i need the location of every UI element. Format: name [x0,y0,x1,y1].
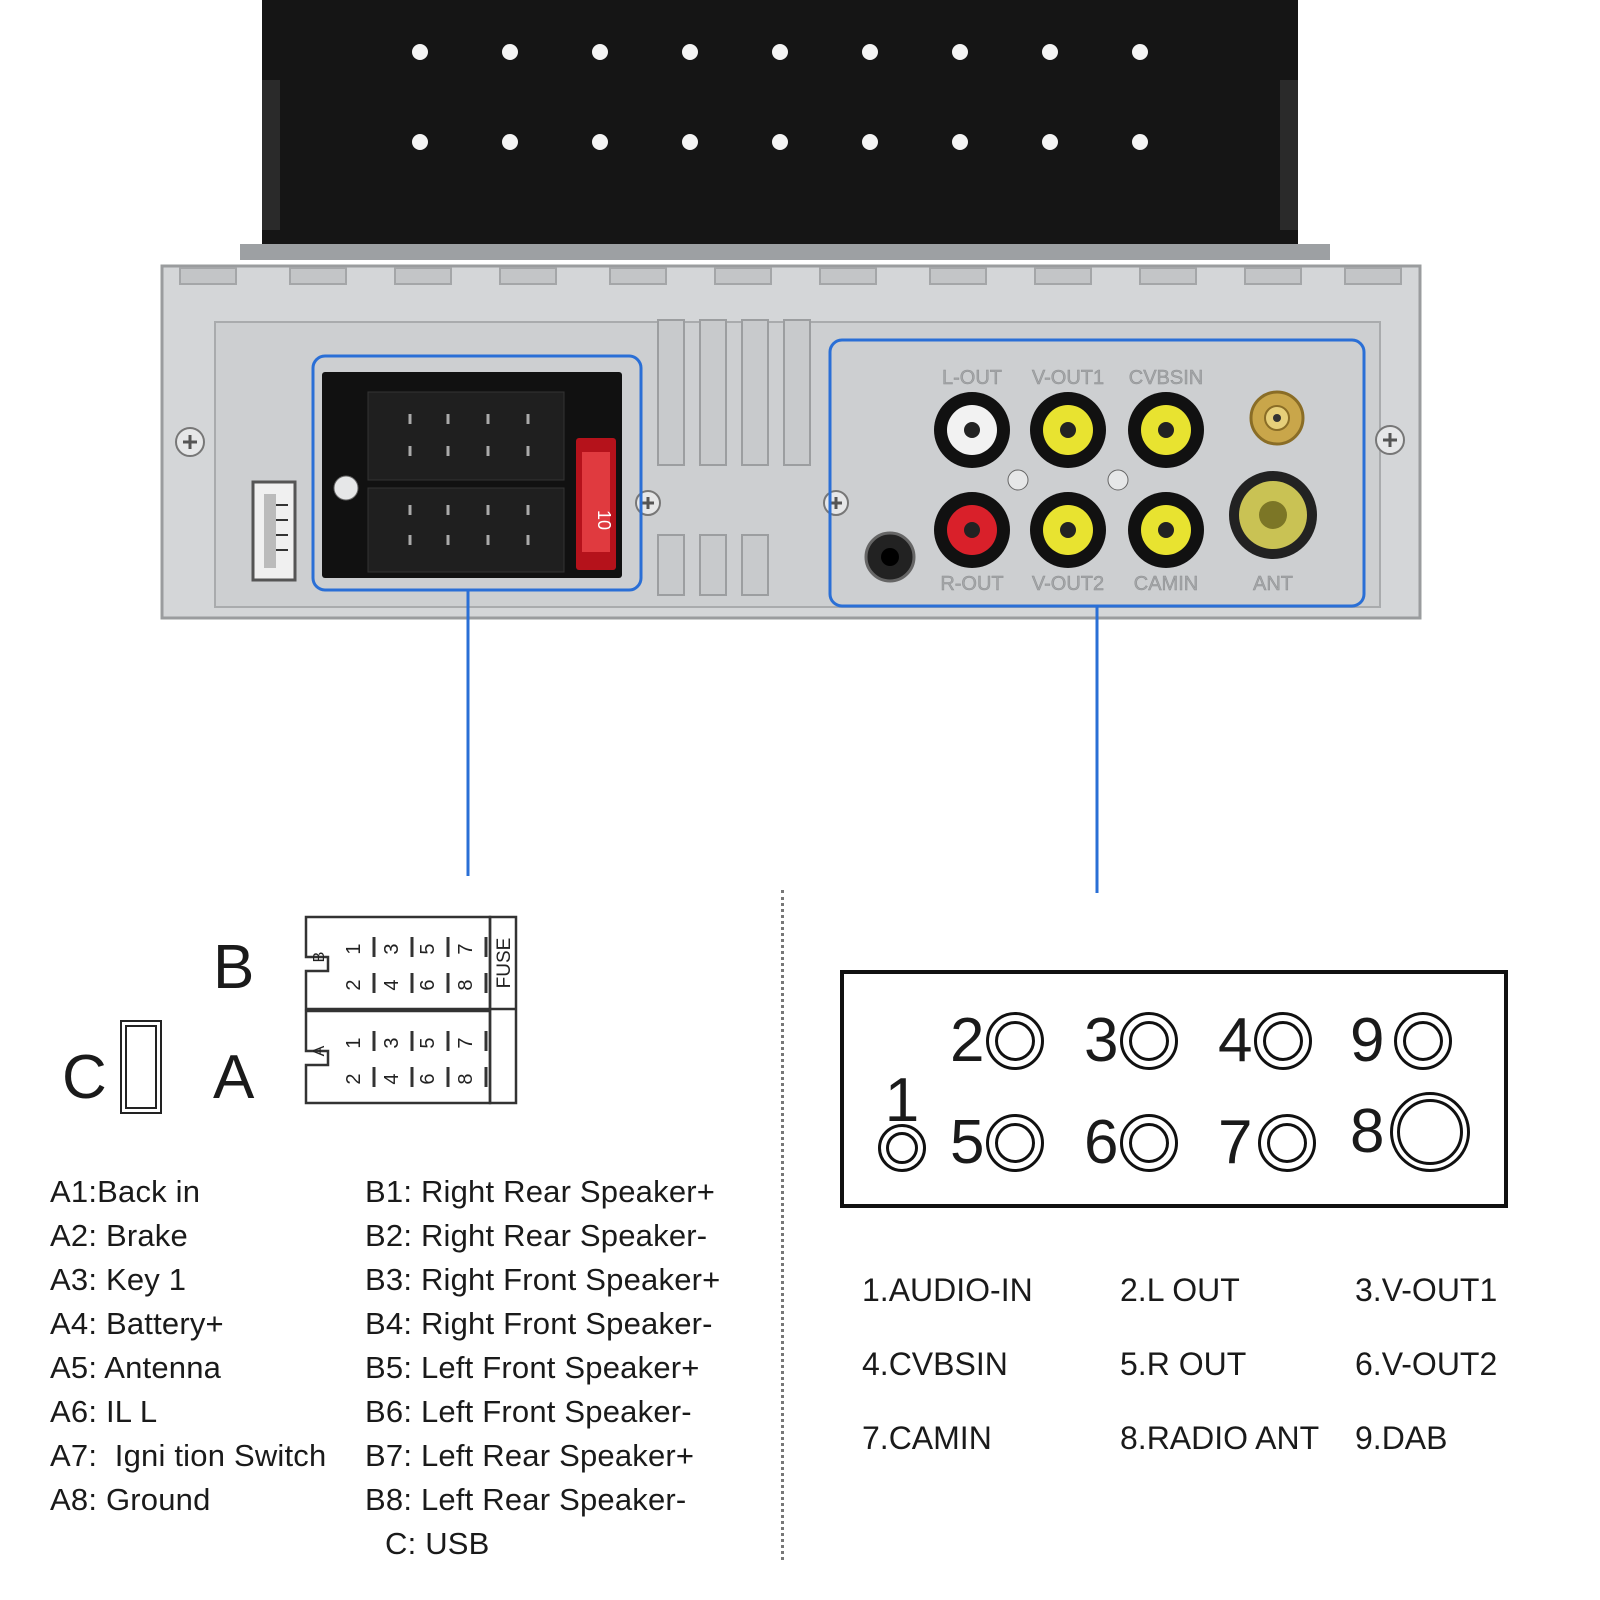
port-9: 9 [1350,1010,1453,1072]
list-item: A7: Igni tion Switch [50,1438,327,1473]
usb-port-icon [251,480,297,582]
list-item: A6: IL L [50,1394,158,1429]
port-7-icon [1258,1114,1317,1172]
rca-camin [1128,492,1204,568]
svg-text:7: 7 [455,1037,477,1048]
legend-item: 1.AUDIO-IN [862,1272,1033,1308]
list-item: B4: Right Front Speaker- [365,1306,713,1341]
list-item: A1:Back in [50,1174,201,1209]
legend-item: 8.RADIO ANT [1120,1420,1320,1456]
screw-icon [175,425,1405,516]
port-8-icon [1390,1092,1471,1172]
svg-text:A: A [311,1045,328,1056]
rca-v-out1 [1030,392,1106,468]
svg-text:2: 2 [343,1073,365,1084]
radio-antenna-socket [1229,471,1317,559]
list-item: B8: Left Rear Speaker- [365,1482,687,1517]
list-item: B7: Left Rear Speaker+ [365,1438,695,1473]
port-2-icon [986,1012,1045,1070]
rca-v-out2 [1030,492,1106,568]
aux-jack [864,531,916,583]
svg-text:R-OUT: R-OUT [940,573,1003,595]
legend-item: 5.R OUT [1120,1346,1247,1382]
list-item: A3: Key 1 [50,1262,187,1297]
port-1: 1 [878,1070,926,1172]
rca-r-out [934,492,1010,568]
connector-label-c: C [62,1043,107,1112]
svg-text:V-OUT2: V-OUT2 [1032,573,1104,595]
svg-text:7: 7 [455,943,477,954]
svg-text:3: 3 [381,1037,403,1048]
svg-text:CVBSIN: CVBSIN [1129,367,1203,389]
list-item: A8: Ground [50,1482,211,1517]
list-item: C: USB [385,1526,490,1561]
svg-text:FUSE: FUSE [494,938,515,989]
port-5: 5 [950,1112,1045,1174]
port-5-icon [986,1114,1045,1172]
rca-l-out [934,392,1010,468]
port-7: 7 [1218,1112,1317,1174]
legend-item: 9.DAB [1355,1420,1448,1456]
radio-back-panel-illustration: 10 L-OUT V-OUT1 CVBSIN R-OUT V-OUT2 CAMI… [160,0,1422,893]
cage-holes [412,44,1148,150]
svg-text:CAMIN: CAMIN [1134,573,1198,595]
svg-text:3: 3 [381,943,403,954]
port-8: 8 [1350,1092,1471,1172]
list-item: B2: Right Rear Speaker- [365,1218,708,1253]
av-port-cluster: L-OUT V-OUT1 CVBSIN R-OUT V-OUT2 CAMIN A… [864,367,1317,595]
port-4: 4 [1218,1010,1313,1072]
svg-text:1: 1 [343,943,365,954]
iso-connector-diagram: 1 3 5 7 2 4 6 8 1 3 5 7 2 4 6 8 B A FUSE [304,915,518,1105]
svg-text:6: 6 [417,1073,439,1084]
connector-label-a: A [213,1043,255,1112]
section-divider [781,890,784,1560]
svg-text:V-OUT1: V-OUT1 [1032,367,1104,389]
rca-cvbsin [1128,392,1204,468]
legend-item: 2.L OUT [1120,1272,1240,1308]
legend-item: 4.CVBSIN [862,1346,1008,1382]
legend-item: 3.V-OUT1 [1355,1272,1498,1308]
svg-text:8: 8 [455,979,477,990]
top-cage [262,0,1298,250]
connector-label-b: B [213,933,255,1002]
svg-text:5: 5 [417,1037,439,1048]
list-item: B5: Left Front Speaker+ [365,1350,700,1385]
svg-text:ANT: ANT [1253,573,1293,595]
dab-sma-connector [1249,390,1305,446]
list-item: B3: Right Front Speaker+ [365,1262,721,1297]
legend-item: 7.CAMIN [862,1420,992,1456]
port-3: 3 [1084,1010,1179,1072]
svg-text:2: 2 [343,979,365,990]
usb-connector-diagram [120,1020,162,1114]
port-3-icon [1120,1012,1179,1070]
list-item: B6: Left Front Speaker- [365,1394,692,1429]
av-port-diagram: 1 2 3 4 9 5 6 7 8 [840,970,1508,1208]
fuse-value: 10 [594,510,614,530]
list-item: B1: Right Rear Speaker+ [365,1174,716,1209]
port-1-icon [878,1124,926,1172]
iso-connector-socket: 10 [322,372,622,578]
port-6-icon [1120,1114,1179,1172]
port-9-icon [1394,1012,1453,1070]
port-2: 2 [950,1010,1045,1072]
svg-text:4: 4 [381,979,403,990]
svg-text:5: 5 [417,943,439,954]
svg-text:8: 8 [455,1073,477,1084]
list-item: A4: Battery+ [50,1306,224,1341]
svg-text:4: 4 [381,1073,403,1084]
svg-text:B: B [311,952,328,963]
port-4-icon [1254,1012,1313,1070]
svg-text:6: 6 [417,979,439,990]
iso-callout-box [311,354,643,592]
legend-item: 6.V-OUT2 [1355,1346,1498,1382]
svg-text:L-OUT: L-OUT [942,367,1002,389]
list-item: A2: Brake [50,1218,188,1253]
svg-text:1: 1 [343,1037,365,1048]
a-pin-list: A1:Back in A2: Brake A3: Key 1 A4: Batte… [50,1170,326,1522]
port-6: 6 [1084,1112,1179,1174]
list-item: A5: Antenna [50,1350,222,1385]
b-pin-list: B1: Right Rear Speaker+ B2: Right Rear S… [365,1170,720,1566]
